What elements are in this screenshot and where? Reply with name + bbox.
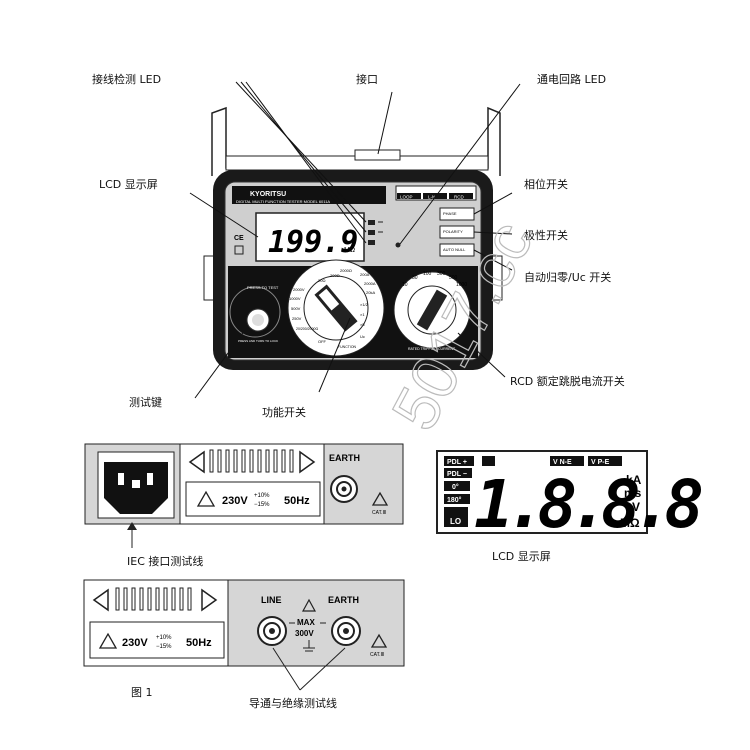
func-20ohm: 20Ω: [318, 278, 325, 283]
label-connection-led: 接线检测 LED: [92, 73, 162, 86]
rcd-10: 10: [402, 282, 408, 288]
label-auto-zero-switch: 自动归零/Uc 开关: [524, 271, 612, 284]
rcd-500: 500: [449, 275, 458, 281]
label-port: 接口: [356, 73, 378, 86]
label-function-switch: 功能开关: [262, 406, 306, 419]
func-x5: ×5: [360, 322, 365, 327]
rcd-1000: 1000: [456, 282, 467, 288]
lead-line-label: LINE: [261, 595, 282, 605]
lead-max-v: 300V: [295, 629, 314, 638]
label-rcd-switch: RCD 额定跳脱电流开关: [510, 375, 625, 388]
func-2000ohm: 2000Ω: [340, 268, 352, 273]
status-boxes: LOOP L-N RCD: [395, 185, 477, 201]
rcd-dial[interactable]: 10 30 100 300 500 1000 RATED TRIPPING CU…: [393, 271, 471, 351]
lead-cat-warning-icon: [370, 633, 388, 648]
callout-lines: [189, 81, 521, 399]
lcd-0deg: 0°: [452, 483, 459, 491]
func-x-half: ×1/2: [360, 302, 369, 307]
label-lcd: LCD 显示屏: [99, 178, 158, 191]
auto-null-text: AUTO NULL: [443, 247, 466, 252]
func-200ohm: 200Ω: [330, 273, 340, 278]
label-figure: 图 1: [131, 686, 153, 699]
cat-warning-icon: [371, 491, 389, 506]
model-text: DIGITAL MULTI FUNCTION TESTER MODEL 6011…: [236, 199, 330, 204]
lcd-v-pe: V P-E: [591, 459, 610, 466]
iec-panel: 230V +10% −15% 50Hz EARTH CAT.Ⅲ: [84, 443, 404, 548]
meter-unit: MΩ: [344, 247, 355, 254]
lead-max-warning-icon: [301, 598, 317, 612]
lead-freq: 50Hz: [186, 637, 212, 649]
iec-tol-minus: −15%: [254, 502, 270, 508]
status-loop: LOOP: [400, 195, 413, 200]
lead-max: MAX: [297, 618, 315, 627]
iec-earth-label: EARTH: [329, 453, 360, 463]
warning-icon: [196, 490, 216, 507]
func-500v: 500V: [291, 306, 301, 311]
func-off: OFF: [318, 339, 327, 344]
lcd-unit-ms: ms: [624, 486, 642, 500]
iec-freq: 50Hz: [284, 495, 310, 507]
func-20ka: 20kA: [366, 290, 375, 295]
ce-mark: CE: [234, 235, 244, 242]
label-lcd-caption: LCD 显示屏: [492, 550, 551, 563]
lcd-panel: PDL + PDL − 0° 180° LO V N-E V P-E 1.8.8…: [436, 450, 709, 543]
func-function: FUNCTION: [338, 345, 357, 349]
rcd-caption: RATED TRIPPING CURRENT: [408, 347, 456, 351]
lcd-pdl-minus: PDL −: [447, 471, 467, 478]
rcd-30: 30: [412, 275, 418, 281]
meter-body: KYORITSU DIGITAL MULTI FUNCTION TESTER M…: [203, 106, 503, 370]
polarity-text: POLARITY: [443, 229, 463, 234]
func-uc: Uc: [360, 334, 365, 339]
test-button[interactable]: PRESS TO TEST PRESS AND TURN TO LOCK: [229, 285, 281, 343]
function-dial[interactable]: 2000Ω 200Ω 20Ω 2000V 1000V 500V 250V 20/…: [287, 259, 385, 357]
phase-text: PHASE: [443, 211, 457, 216]
right-switches: PHASE POLARITY AUTO NULL: [439, 207, 475, 257]
status-rcd: RCD: [454, 195, 464, 200]
status-ln: L-N: [428, 195, 435, 200]
lcd-unit-ka: kA: [626, 473, 642, 487]
lcd-pdl-plus: PDL +: [447, 459, 467, 466]
func-2000v: 2000V: [293, 287, 305, 292]
lead-warning-icon: [98, 632, 118, 649]
rcd-300: 300: [437, 271, 446, 277]
label-phase-switch: 相位开关: [524, 178, 568, 191]
func-x1: ×1: [360, 312, 365, 317]
func-1000v: 1000V: [289, 296, 301, 301]
press-text: PRESS TO TEST: [247, 285, 279, 290]
func-200a: 200A: [360, 272, 370, 277]
label-iec-caption: IEC 接口测试线: [127, 555, 204, 568]
iec-arrow-slot: [188, 449, 316, 474]
lead-panel: 230V +10% −15% 50Hz LINE EARTH MAX 300V …: [83, 579, 405, 691]
lead-voltage: 230V: [122, 637, 148, 649]
lcd-v-ne: V N-E: [553, 459, 572, 466]
led-indicators: [368, 220, 401, 248]
lead-tol-plus: +10%: [156, 635, 172, 641]
label-test-key: 测试键: [129, 396, 162, 409]
iec-voltage: 230V: [222, 495, 248, 507]
func-250v: 250V: [292, 316, 302, 321]
lcd-digits: 1.8.8.8: [474, 466, 701, 543]
iec-cat: CAT.Ⅲ: [372, 510, 386, 516]
brand-text: KYORITSU: [250, 191, 286, 198]
press-lock-text: PRESS AND TURN TO LOCK: [238, 339, 278, 343]
lead-earth-label: EARTH: [328, 595, 359, 605]
lead-tol-minus: −15%: [156, 644, 172, 650]
lcd-lo: LO: [450, 517, 461, 526]
func-2000a: 2000A: [364, 281, 376, 286]
lead-cat: CAT.Ⅲ: [370, 652, 384, 658]
meter-reading: 199.9: [268, 225, 358, 260]
label-lead-caption: 导通与绝缘测试线: [249, 697, 337, 710]
iec-tol-plus: +10%: [254, 493, 270, 499]
lcd-180deg: 180°: [447, 496, 462, 504]
lcd-unit-v: V: [632, 500, 640, 514]
lcd-unit-mohm: MΩ: [620, 516, 640, 530]
label-circuit-led: 通电回路 LED: [537, 73, 607, 86]
func-20-200-2000ohm: 20/200/2000Ω: [296, 327, 318, 331]
label-polarity-switch: 极性开关: [524, 229, 568, 242]
rcd-100: 100: [423, 271, 432, 277]
